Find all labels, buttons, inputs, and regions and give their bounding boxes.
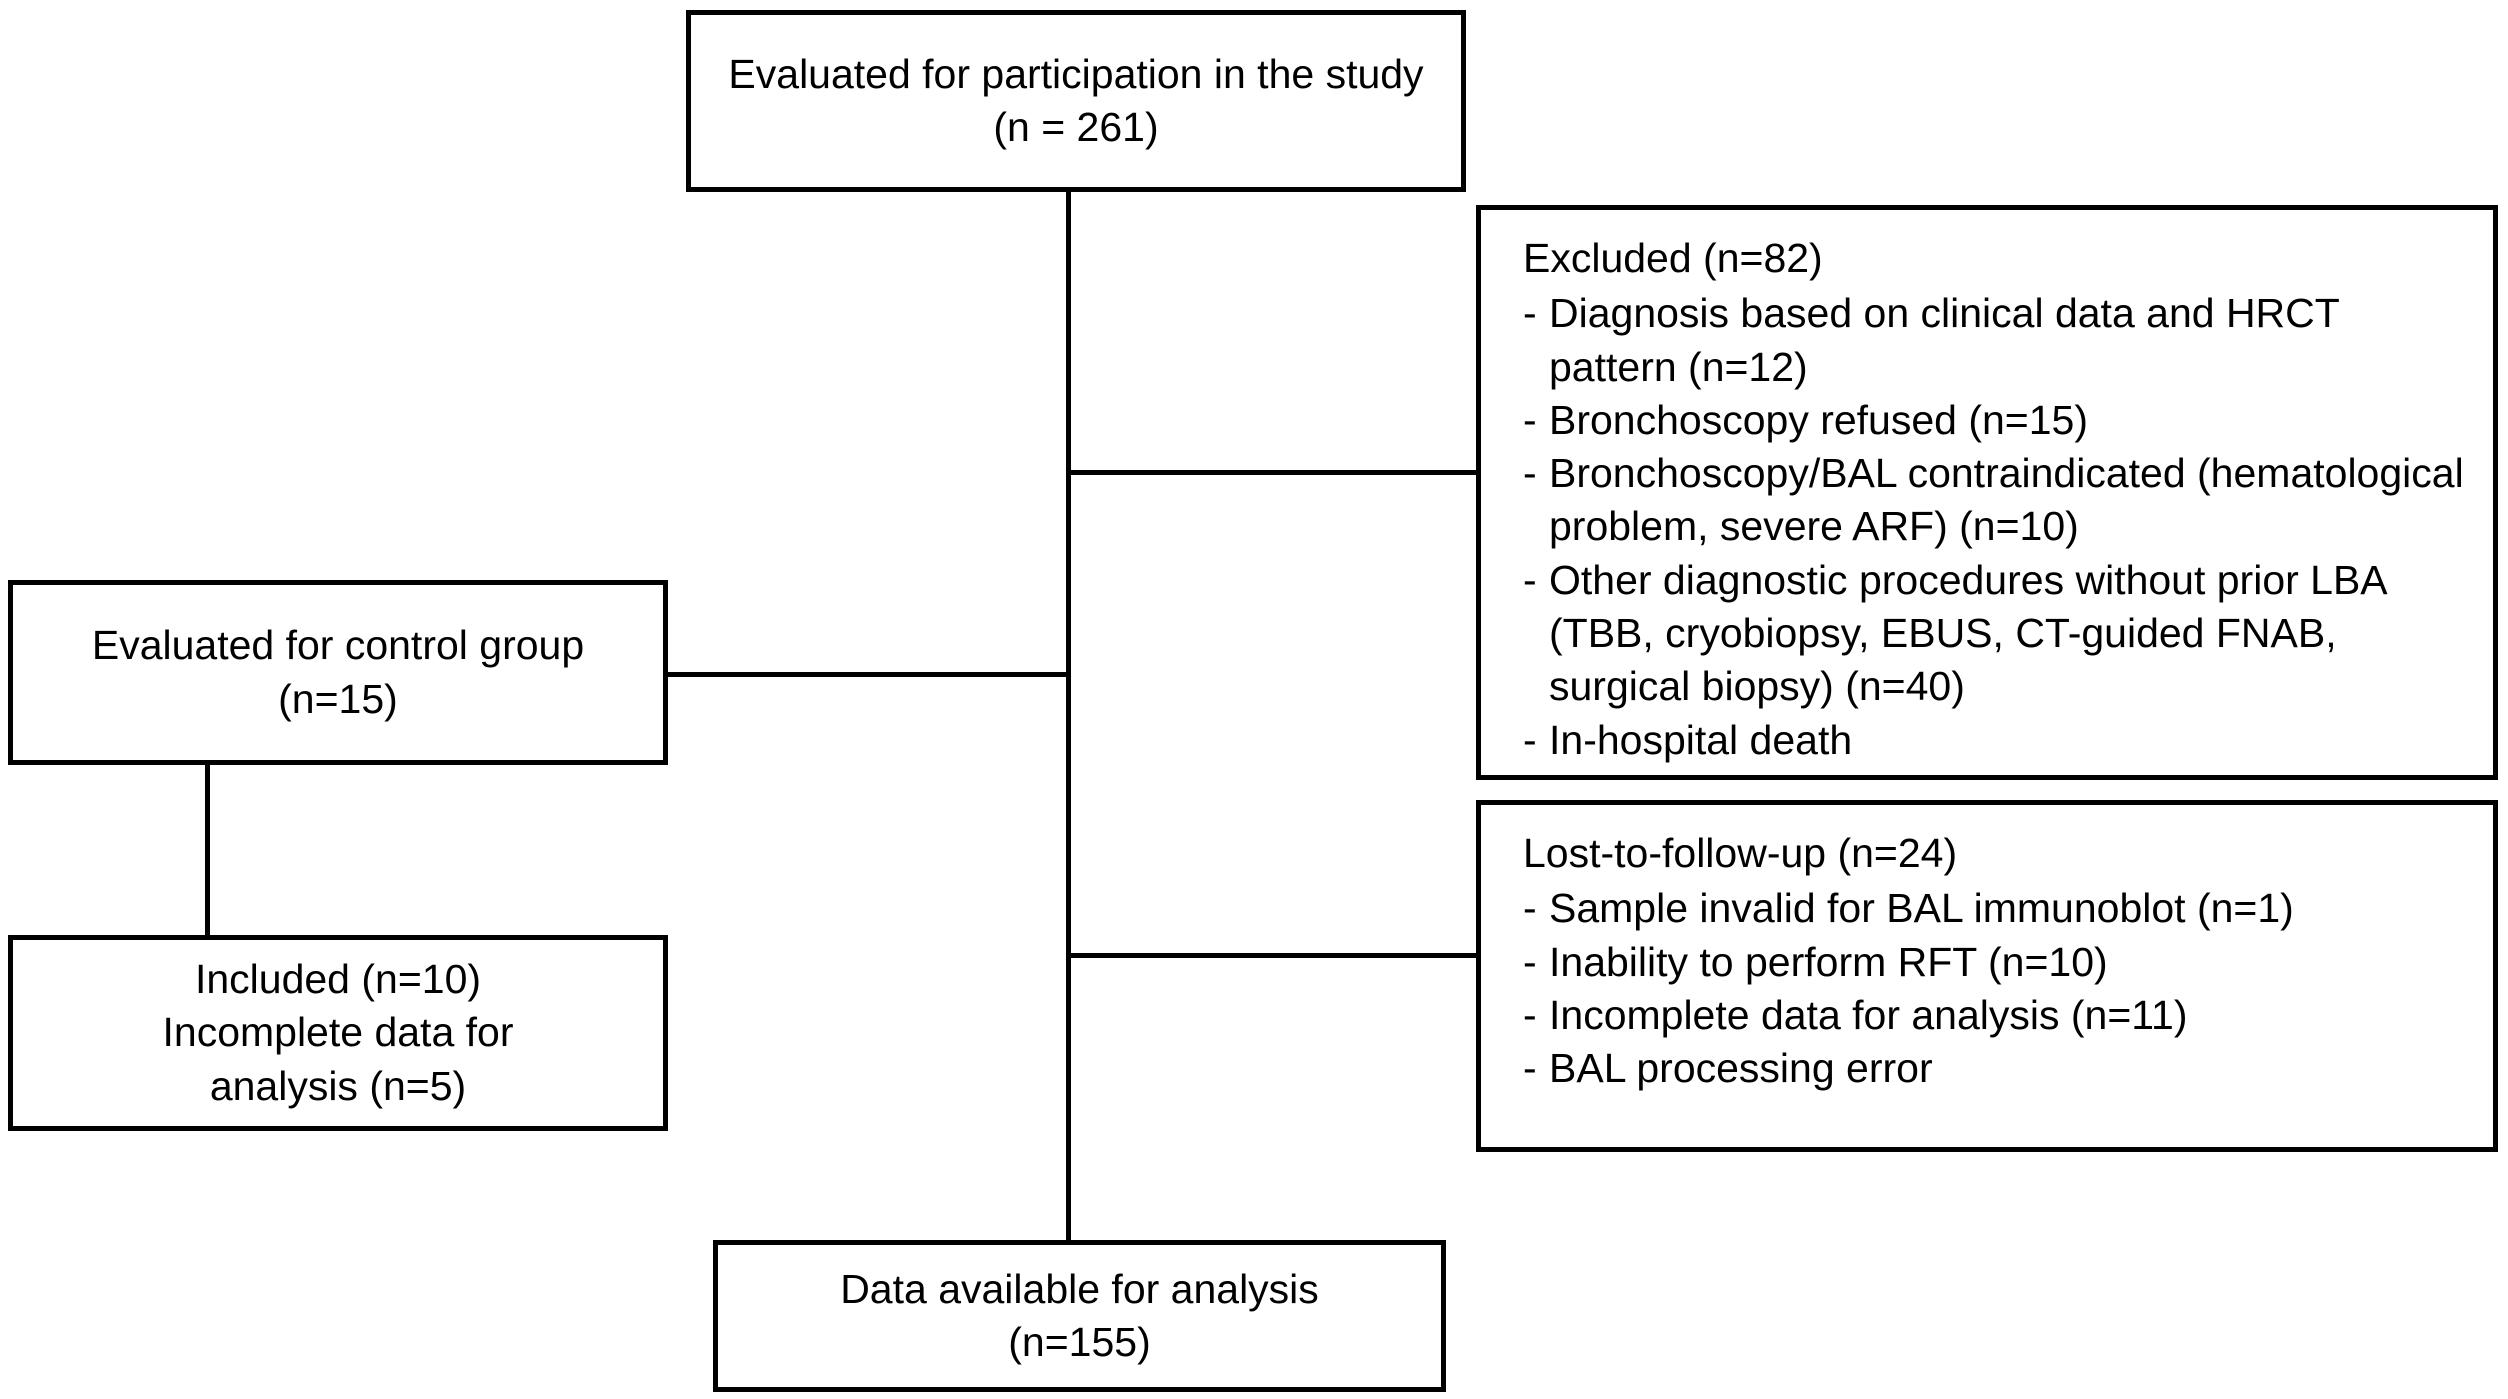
dash-marker: - (1523, 938, 1537, 985)
connector-spine-vertical (1066, 189, 1071, 1242)
item-line: Bronchoscopy/BAL contraindicated (hemato… (1549, 450, 2464, 497)
node-evaluated-for-participation[interactable]: Evaluated for participation in the study… (686, 10, 1466, 192)
node-lost-to-follow-up-content: Lost-to-follow-up (n=24) - Sample invali… (1481, 805, 2508, 1095)
node-evaluated-for-participation-text: Evaluated for participation in the study… (691, 48, 1461, 155)
item-line: Bronchoscopy refused (n=15) (1549, 396, 2089, 443)
lost-followup-item-text: Sample invalid for BAL immunoblot (n=1) (1549, 885, 2294, 932)
node-text-line: Evaluated for participation in the study (728, 50, 1424, 97)
connector-to-excluded (1066, 470, 1478, 475)
lost-followup-item: - Sample invalid for BAL immunoblot (n=1… (1523, 882, 2508, 935)
node-text-line: (n=155) (1008, 1319, 1151, 1365)
excluded-item: - Diagnosis based on clinical data and H… (1523, 287, 2508, 394)
dash-marker: - (1523, 991, 1537, 1038)
dash-marker: - (1523, 290, 1537, 337)
dash-marker: - (1523, 396, 1537, 443)
dash-marker: - (1523, 1045, 1537, 1092)
excluded-item-text: Diagnosis based on clinical data and HRC… (1549, 287, 2508, 394)
excluded-item: - In-hospital death (1523, 714, 2508, 767)
item-line: pattern (n=12) (1549, 343, 1808, 390)
item-line: Diagnosis based on clinical data and HRC… (1549, 290, 2340, 337)
node-text-line: Evaluated for control group (91, 622, 585, 669)
node-included-control[interactable]: Included (n=10) Incomplete data for anal… (8, 935, 668, 1131)
node-text-line: Incomplete data for (162, 1009, 514, 1056)
dash-marker: - (1523, 556, 1537, 603)
node-text-line: analysis (n=5) (209, 1062, 467, 1109)
lost-followup-item-text: Inability to perform RFT (n=10) (1549, 938, 2108, 985)
node-included-control-text: Included (n=10) Incomplete data for anal… (13, 953, 663, 1113)
excluded-item-text: Bronchoscopy refused (n=15) (1549, 394, 2508, 447)
excluded-item: - Bronchoscopy refused (n=15) (1523, 394, 2508, 447)
item-line: problem, severe ARF) (n=10) (1549, 503, 2079, 550)
node-lost-to-follow-up[interactable]: Lost-to-follow-up (n=24) - Sample invali… (1476, 800, 2498, 1152)
connector-to-lost-followup (1066, 953, 1478, 958)
item-line: surgical biopsy) (n=40) (1549, 663, 1965, 710)
node-text-line: Data available for analysis (840, 1265, 1319, 1312)
dash-marker: - (1523, 885, 1537, 932)
node-excluded[interactable]: Excluded (n=82) - Diagnosis based on cli… (1476, 205, 2498, 780)
excluded-item-text: Other diagnostic procedures without prio… (1549, 554, 2508, 714)
lost-followup-item: - Incomplete data for analysis (n=11) (1523, 989, 2508, 1042)
item-line: (TBB, cryobiopsy, EBUS, CT-guided FNAB, (1549, 610, 2337, 657)
connector-control-to-spine (666, 672, 1071, 677)
excluded-item-text: Bronchoscopy/BAL contraindicated (hemato… (1549, 447, 2508, 554)
lost-followup-item-text: Incomplete data for analysis (n=11) (1549, 991, 2188, 1038)
connector-control-to-included (205, 762, 210, 937)
node-evaluated-for-control-group-text: Evaluated for control group (n=15) (13, 619, 663, 726)
dash-marker: - (1523, 716, 1537, 763)
lost-followup-item: - BAL processing error (1523, 1042, 2508, 1095)
lost-followup-item-text: BAL processing error (1549, 1045, 1933, 1092)
dash-marker: - (1523, 450, 1537, 497)
excluded-item-text: In-hospital death (1549, 714, 2508, 767)
excluded-item: - Other diagnostic procedures without pr… (1523, 554, 2508, 714)
node-text-line: (n=15) (278, 675, 398, 722)
lost-followup-item: - Inability to perform RFT (n=10) (1523, 936, 2508, 989)
excluded-header: Excluded (n=82) (1523, 235, 1823, 281)
node-data-available-for-analysis[interactable]: Data available for analysis (n=155) (713, 1240, 1446, 1392)
node-text-line: (n = 261) (993, 104, 1159, 150)
node-text-line: Included (n=10) (194, 956, 482, 1003)
node-excluded-content: Excluded (n=82) - Diagnosis based on cli… (1481, 210, 2508, 767)
node-data-available-for-analysis-text: Data available for analysis (n=155) (718, 1263, 1441, 1370)
item-line: In-hospital death (1549, 716, 1853, 763)
excluded-item: - Bronchoscopy/BAL contraindicated (hema… (1523, 447, 2508, 554)
item-line: Other diagnostic procedures without prio… (1549, 556, 2388, 603)
node-evaluated-for-control-group[interactable]: Evaluated for control group (n=15) (8, 580, 668, 765)
lost-followup-header: Lost-to-follow-up (n=24) (1523, 830, 1958, 876)
